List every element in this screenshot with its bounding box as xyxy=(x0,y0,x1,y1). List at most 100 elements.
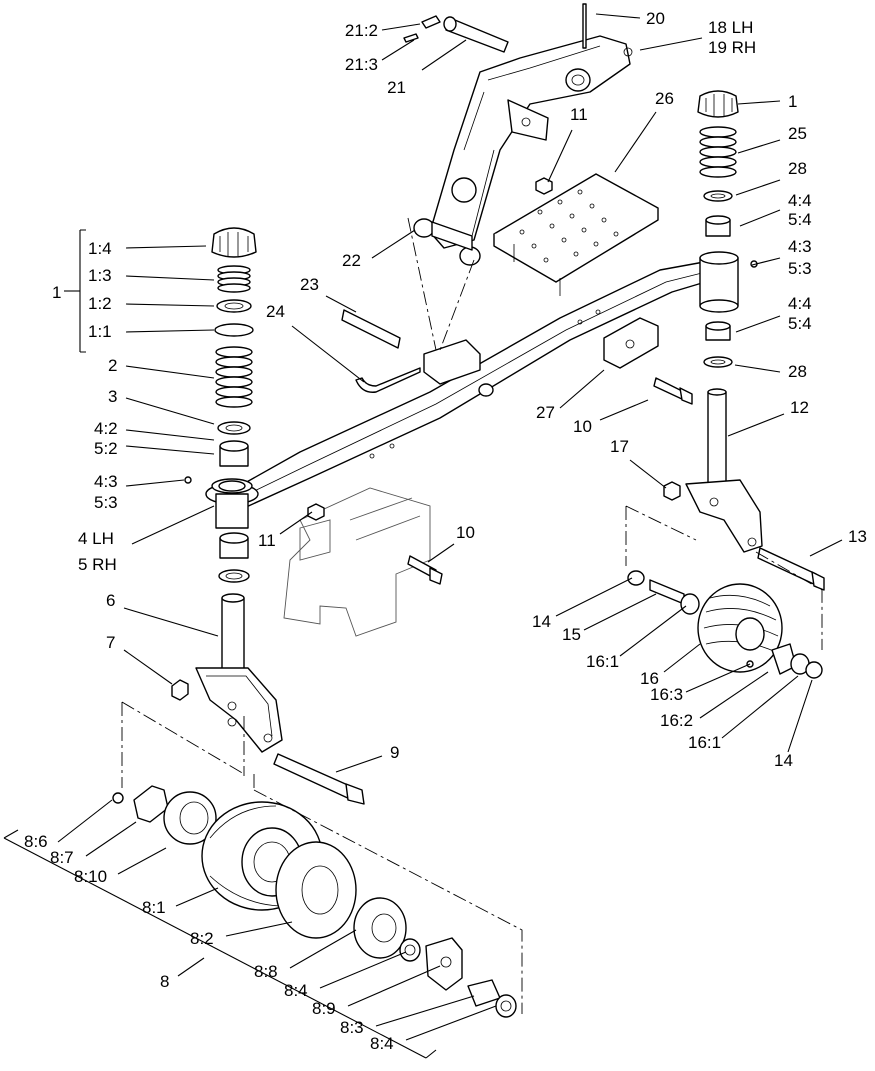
callout-c-8-4-top: 8:4 xyxy=(284,981,308,1000)
leader-c-24 xyxy=(291,325,365,383)
right-kingpin-stack xyxy=(697,90,758,368)
callout-c-8-8: 8:8 xyxy=(254,962,278,981)
step-plate xyxy=(493,173,659,296)
callout-c-9: 9 xyxy=(390,743,399,762)
callout-c-21-2: 21:2 xyxy=(345,21,378,40)
callout-c-5-rh: 5 RH xyxy=(78,555,117,574)
callout-c-8: 8 xyxy=(160,972,169,991)
leader-c-21-2 xyxy=(381,23,421,31)
leader-c-8-2 xyxy=(225,921,293,937)
bracket-27 xyxy=(603,317,693,405)
callout-c-17: 17 xyxy=(610,437,629,456)
callout-c-16: 16 xyxy=(640,669,659,688)
item-1-bracket xyxy=(79,229,86,353)
left-kingpin-stack xyxy=(184,227,257,583)
leader-c-4-4-top xyxy=(739,209,781,227)
right-caster-fork xyxy=(663,388,825,591)
callout-c-28-mid: 28 xyxy=(788,362,807,381)
callout-c-28-top: 28 xyxy=(788,159,807,178)
leader-c-16 xyxy=(663,643,701,673)
callout-c-1-2: 1:2 xyxy=(88,294,112,313)
callout-c-14-bottom: 14 xyxy=(774,751,793,770)
callout-c-10-right: 10 xyxy=(573,417,592,436)
deck-ghost-outline xyxy=(283,487,431,637)
callout-c-15: 15 xyxy=(562,625,581,644)
leader-c-20 xyxy=(595,13,641,19)
leader-c-23 xyxy=(325,295,357,313)
callout-c-23: 23 xyxy=(300,275,319,294)
callout-c-22: 22 xyxy=(342,251,361,270)
callout-c-4-4-mid: 4:4 xyxy=(788,294,812,313)
left-kingpin-tube xyxy=(205,478,259,529)
left-wheel-assembly xyxy=(112,785,517,1018)
leader-c-10-mid xyxy=(427,543,455,563)
leader-c-5-2 xyxy=(125,445,215,455)
leader-c-21-3 xyxy=(381,39,415,61)
callout-c-18: 18 LH xyxy=(708,18,753,37)
leader-c-9 xyxy=(335,755,383,773)
callout-c-21-3: 21:3 xyxy=(345,55,378,74)
callout-c-4-lh: 4 LH xyxy=(78,529,114,548)
axle-frame xyxy=(235,261,713,509)
leader-c-7 xyxy=(123,649,173,685)
leader-c-1-4 xyxy=(125,245,207,249)
callout-c-11-top: 11 xyxy=(570,105,588,124)
callout-c-2: 2 xyxy=(108,356,117,375)
callout-c-4-4-top: 4:4 xyxy=(788,191,812,210)
callout-c-8-6: 8:6 xyxy=(24,832,48,851)
item-8-bracket xyxy=(3,829,437,1059)
callout-c-3: 3 xyxy=(108,387,117,406)
leader-c-28-top xyxy=(735,179,781,196)
leader-c-2 xyxy=(125,365,215,379)
leader-c-4-3-left xyxy=(125,479,185,487)
leader-c-8-8 xyxy=(289,929,357,969)
callout-c-5-4-top: 5:4 xyxy=(788,210,812,229)
leader-c-8-9 xyxy=(347,965,441,1007)
callout-c-8-10: 8:10 xyxy=(74,867,107,886)
leader-c-8-1 xyxy=(175,887,219,907)
callout-c-13: 13 xyxy=(848,527,867,546)
callout-c-16-2: 16:2 xyxy=(660,711,693,730)
leader-c-22 xyxy=(371,229,416,259)
leader-c-4-3-right xyxy=(751,257,781,266)
leader-c-8-10 xyxy=(117,847,167,875)
leader-c-12 xyxy=(727,413,785,437)
callout-c-8-4-bottom: 8:4 xyxy=(370,1034,394,1053)
leader-c-1-top-right xyxy=(737,100,781,105)
leader-c-3 xyxy=(125,397,215,425)
callout-c-21: 21 xyxy=(387,78,406,97)
callout-c-25: 25 xyxy=(788,124,807,143)
callout-c-7: 7 xyxy=(106,633,115,652)
leader-c-26 xyxy=(614,111,657,173)
callout-c-14-top: 14 xyxy=(532,612,551,631)
callout-c-1-1: 1:1 xyxy=(88,322,112,341)
leader-c-4-lh xyxy=(131,505,215,545)
callout-c-1-3: 1:3 xyxy=(88,266,112,285)
callout-c-27: 27 xyxy=(536,403,555,422)
callout-c-8-9: 8:9 xyxy=(312,999,336,1018)
callout-c-4-3-left: 4:3 xyxy=(94,472,118,491)
leader-c-1-1 xyxy=(125,329,215,333)
leader-c-8-7 xyxy=(85,821,137,857)
callout-c-8-7: 8:7 xyxy=(50,848,74,867)
leader-c-14-bottom xyxy=(787,679,813,753)
callout-c-1-4: 1:4 xyxy=(88,239,112,258)
callout-c-8-2: 8:2 xyxy=(190,929,214,948)
leader-c-8-3 xyxy=(375,995,475,1027)
callout-c-4-3-right: 4:3 xyxy=(788,237,812,256)
callout-c-26: 26 xyxy=(655,89,674,108)
callout-c-12: 12 xyxy=(790,398,809,417)
callout-c-6: 6 xyxy=(106,591,115,610)
callout-c-16-3: 16:3 xyxy=(650,685,683,704)
leader-c-8-4-bottom xyxy=(405,1005,497,1041)
callout-c-1-top-right: 1 xyxy=(788,92,797,111)
callout-c-8-1: 8:1 xyxy=(142,898,166,917)
callout-c-1-left: 1 xyxy=(52,283,61,302)
leader-c-28-mid xyxy=(734,364,781,373)
leader-c-16-2 xyxy=(699,671,769,719)
leader-c-8-4-top xyxy=(319,951,407,989)
leader-c-16-1-bottom xyxy=(721,675,799,739)
leader-c-11-mid xyxy=(279,511,313,535)
